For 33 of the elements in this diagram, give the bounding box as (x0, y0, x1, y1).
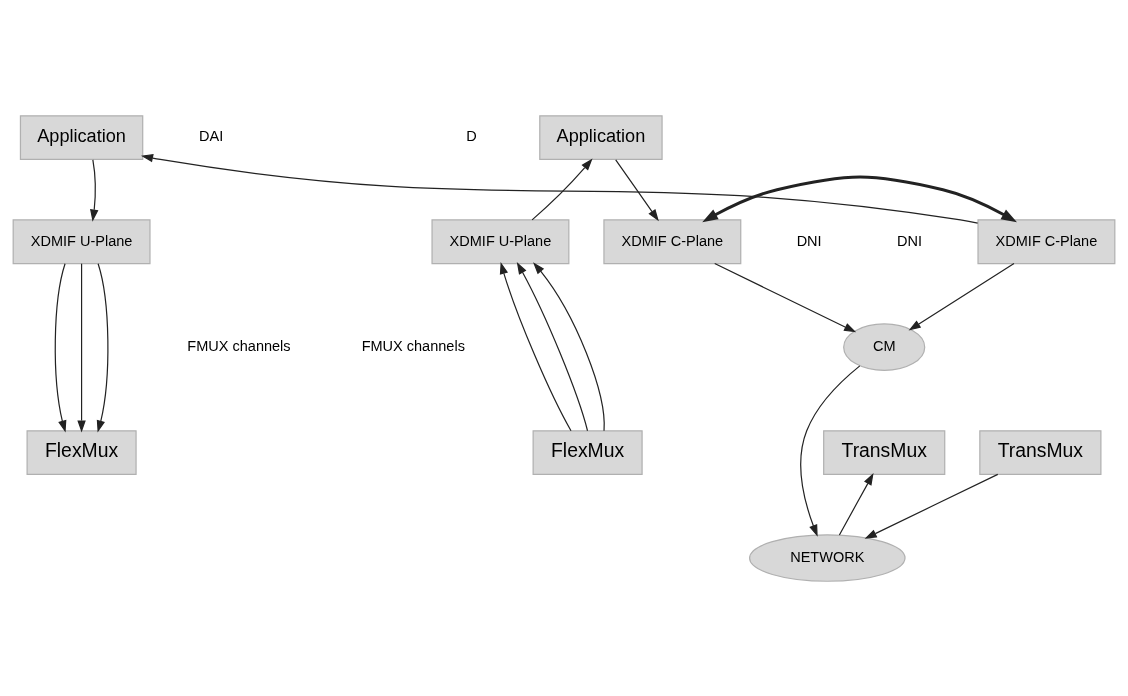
arrow (533, 261, 605, 431)
label: DAI (199, 127, 224, 144)
node-box: TransMux (979, 429, 1102, 475)
arrow (864, 473, 999, 539)
arrow (96, 262, 109, 432)
arrow (531, 158, 593, 220)
label: DNI (897, 232, 923, 248)
label: DNI (796, 232, 822, 248)
node-box: XDMIF C-Plane (977, 218, 1116, 264)
node-box: TransMux (823, 429, 946, 475)
node-box: XDMIF U-Plane (431, 218, 570, 264)
label: FMUX channels (187, 337, 291, 354)
node-box: Application (19, 114, 144, 160)
node-box: XDMIF C-Plane (603, 218, 742, 264)
node-box: FlexMux (26, 429, 137, 475)
label: D (466, 127, 477, 144)
node-box: XDMIF U-Plane (12, 218, 151, 264)
arrow (54, 262, 67, 432)
arrow (615, 158, 659, 221)
node-box: FlexMux (532, 429, 643, 475)
arrow (702, 175, 1017, 222)
node-box: Application (539, 114, 663, 160)
arrow (499, 261, 572, 431)
node-ellipse: NETWORK (749, 533, 906, 582)
arrow (90, 158, 99, 222)
arrow (838, 472, 874, 536)
arrow (714, 262, 857, 332)
arrow (800, 364, 861, 537)
arrow (141, 153, 979, 224)
arrow (77, 262, 86, 433)
label: FMUX channels (361, 337, 465, 354)
arrow (516, 261, 589, 431)
arrow (908, 262, 1015, 330)
